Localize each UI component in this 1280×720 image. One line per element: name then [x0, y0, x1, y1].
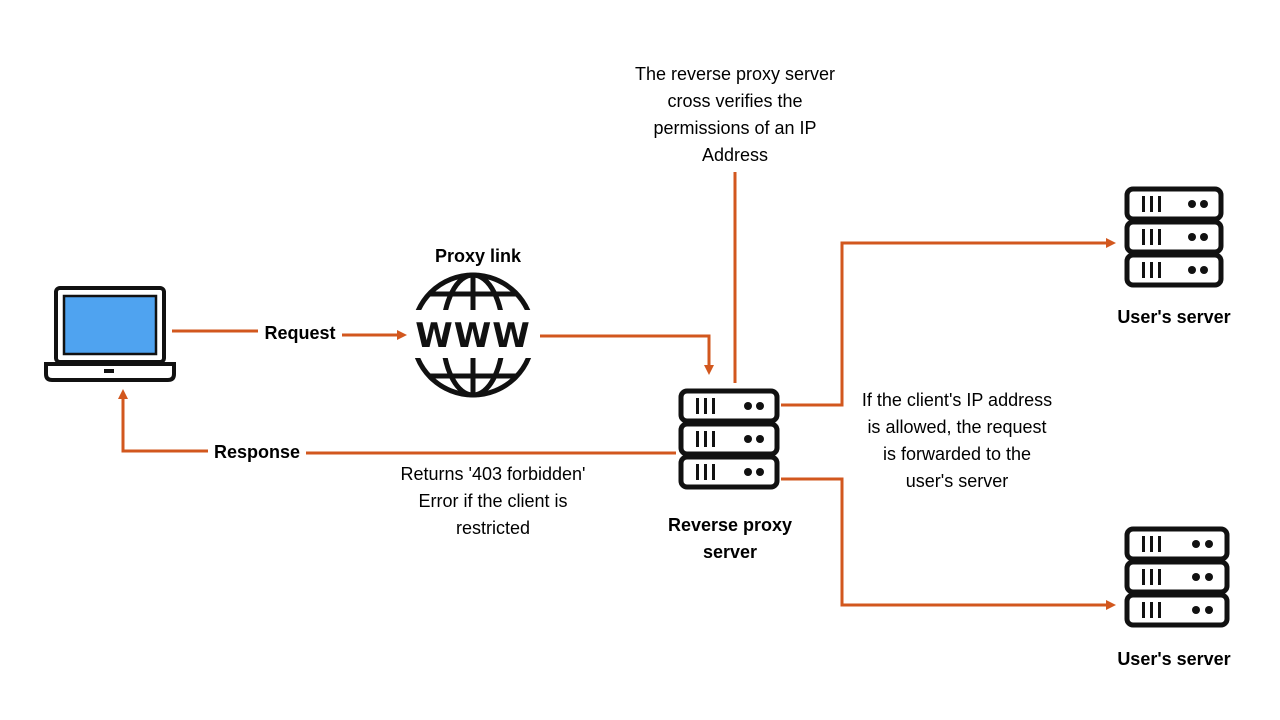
www-globe-icon: WWW: [414, 272, 532, 398]
connectors: [118, 172, 1116, 610]
user-server-top-label: User's server: [1117, 307, 1231, 327]
server-rack-icon: [678, 388, 780, 490]
laptop-icon: [44, 286, 176, 382]
reverse-proxy-label: Reverse proxy server: [667, 515, 793, 562]
response-label: Response: [213, 442, 301, 462]
server-rack-icon: [1124, 186, 1224, 288]
forward-to-bottom-server-arrow: [781, 477, 1116, 610]
response-arrow-segment-2: [118, 389, 208, 453]
request-label: Request: [264, 323, 336, 343]
svg-text:WWW: WWW: [415, 316, 531, 356]
forward-to-top-server-arrow: [781, 238, 1116, 407]
user-server-bottom-label: User's server: [1117, 649, 1231, 669]
verify-annotation: The reverse proxy server cross verifies …: [634, 64, 836, 165]
forbidden-annotation: Returns '403 forbidden' Error if the cli…: [400, 464, 586, 538]
proxy-link-to-reverse-proxy-arrow: [540, 334, 714, 375]
server-rack-icon: [1124, 526, 1230, 628]
allowed-annotation: If the client's IP address is allowed, t…: [861, 390, 1053, 491]
proxy-link-label: Proxy link: [434, 246, 522, 266]
